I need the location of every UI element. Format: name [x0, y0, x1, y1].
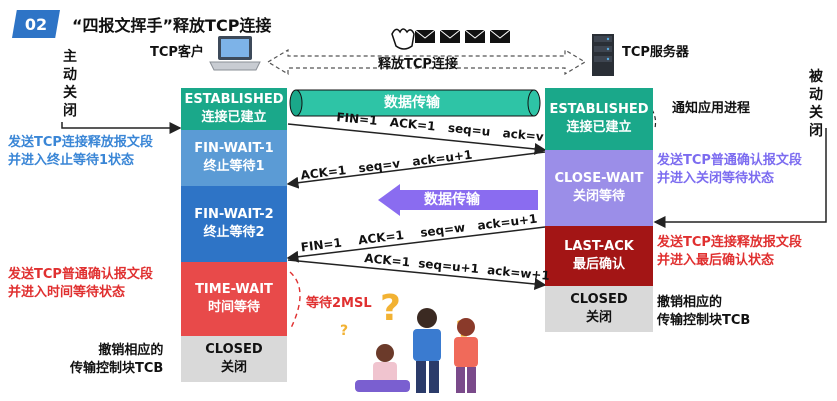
data-transfer-cylinder: [289, 89, 541, 117]
right-note-2: 发送TCP连接释放报文段并进入最后确认状态: [657, 235, 802, 268]
left-note-2: 发送TCP普通确认报文段并进入时间等待状态: [8, 267, 153, 300]
msg-arrow-3: [286, 226, 546, 263]
active-close-label: 主动关闭: [63, 49, 77, 119]
laptop-icon: [209, 36, 261, 71]
server-icon: [592, 34, 614, 76]
right-note-3: 撤销相应的传输控制块TCB: [657, 295, 751, 328]
data-transfer-mid-label: 数据传输: [424, 192, 480, 208]
msg-arrow-2: [286, 151, 546, 189]
client-label: TCP客户: [150, 45, 204, 60]
svg-text:?: ?: [380, 288, 401, 329]
waving-hand-icon: [391, 28, 415, 50]
left-note-3: 撤销相应的传输控制块TCB: [70, 343, 164, 376]
passive-close-label: 被动关闭: [809, 69, 823, 139]
release-label: 释放TCP连接: [378, 57, 458, 72]
data-transfer-arrow: [378, 184, 538, 216]
people-illustration: ? ? ?: [340, 288, 478, 393]
right-note-1: 发送TCP普通确认报文段并进入关闭等待状态: [657, 153, 802, 186]
active-close-bracket: [61, 122, 182, 134]
page-title: “四报文挥手”释放TCP连接: [72, 16, 272, 35]
envelope-icons: [414, 29, 511, 43]
msg-arrow-4: [287, 259, 547, 290]
data-transfer-top-label: 数据传输: [384, 95, 440, 111]
notify-label: 通知应用进程: [672, 101, 751, 116]
wait-arc: [289, 271, 301, 331]
svg-text:?: ?: [340, 323, 348, 339]
left-note-1: 发送TCP连接释放报文段并进入终止等待1状态: [8, 135, 153, 168]
wait-2msl-label: 等待2MSL: [306, 296, 372, 311]
server-label: TCP服务器: [622, 45, 689, 60]
passive-close-bracket: [653, 128, 827, 228]
section-badge: 02: [12, 10, 60, 38]
msg-arrow-1: [287, 123, 547, 155]
